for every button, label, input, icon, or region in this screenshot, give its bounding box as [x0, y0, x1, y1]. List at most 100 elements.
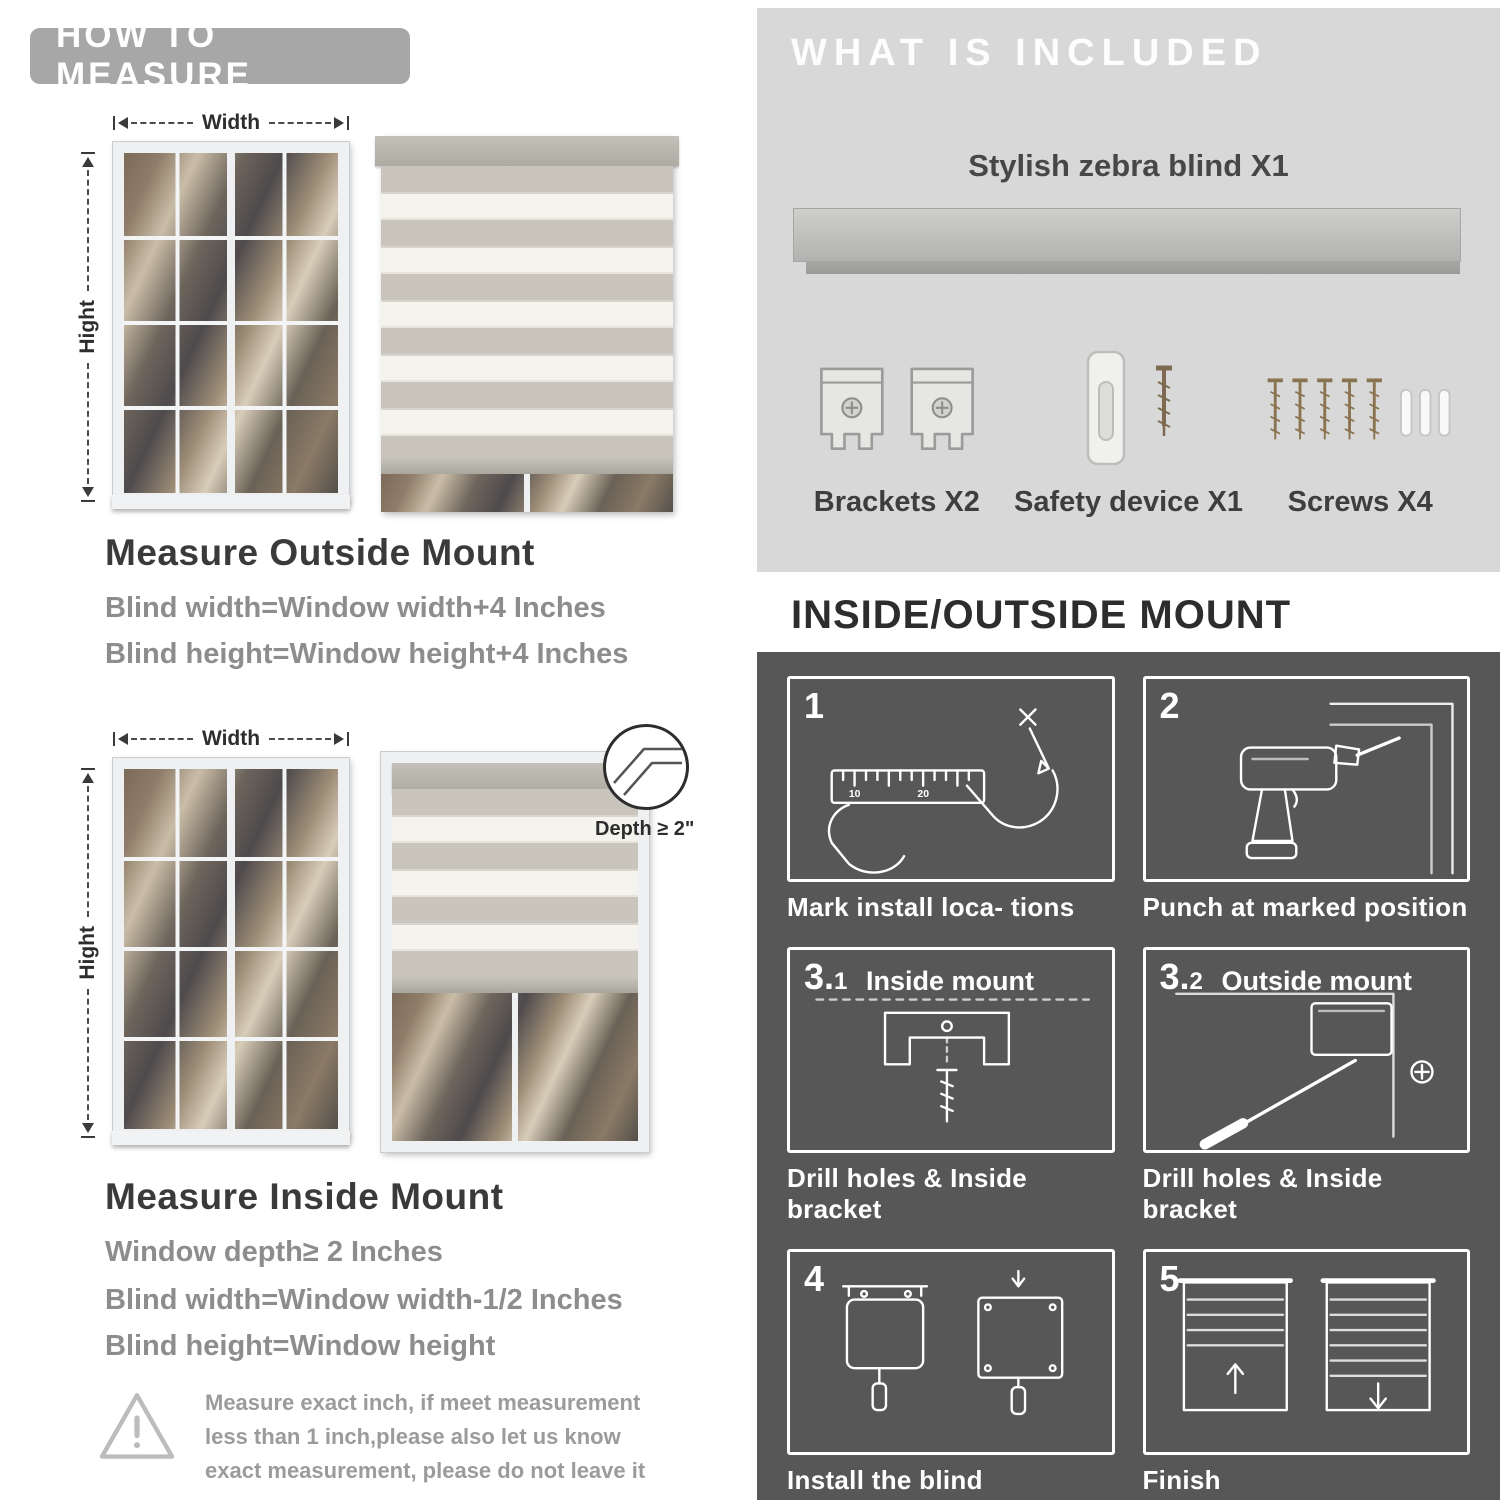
note-text: Measure exact inch, if meet measurement … [205, 1390, 646, 1484]
step-number: 1 [804, 685, 824, 727]
window-photo [112, 758, 350, 1145]
inside-height-formula: Blind height=Window height [105, 1330, 496, 1362]
step-number-main: 3. [804, 956, 835, 997]
window-sill [112, 1131, 350, 1145]
dashed-line [87, 170, 89, 292]
blind-stripes [381, 166, 673, 458]
svg-text:10: 10 [849, 789, 861, 800]
window-grid [124, 769, 338, 1129]
brackets-icon [813, 338, 981, 470]
how-to-measure-badge: HOW TO MEASURE [30, 16, 410, 95]
zebra-blind-outside-illustration [375, 136, 679, 512]
step-sublabel: Outside mount [1221, 966, 1413, 996]
blind-cassette [392, 763, 638, 793]
arrow-left-icon [118, 117, 128, 129]
dashed-line [131, 738, 193, 740]
step-number: 3.1 [804, 956, 847, 998]
height-label: Hight [76, 300, 99, 354]
step-3-1: 3.1 Inside mount [787, 947, 1115, 1225]
brackets-label: Brackets X2 [813, 486, 980, 518]
step-number-main: 2 [1159, 685, 1180, 726]
step-number: 4 [804, 1258, 824, 1300]
warning-triangle-icon [99, 1393, 175, 1459]
steps-grid: 1 10 20 Mark install [787, 676, 1470, 1496]
part-brackets: Brackets X2 [781, 338, 1013, 519]
finish-art [1177, 1278, 1436, 1412]
window-photo [112, 142, 350, 509]
arrow-tick [81, 152, 95, 154]
part-screws: Screws X4 [1244, 338, 1476, 519]
blind-bottom-rail [381, 458, 673, 474]
outside-mount-group: Width Hight [75, 106, 695, 526]
width-measure-arrow: Width [113, 111, 349, 134]
arrow-down-icon [82, 487, 94, 497]
step-number-main: 4 [804, 1258, 825, 1299]
screws-icon [1260, 338, 1460, 470]
mount-title: INSIDE/OUTSIDE MOUNT [791, 592, 1292, 637]
blind-bottom-rail [392, 977, 638, 993]
dashed-line [269, 738, 331, 740]
arrow-tick [347, 732, 349, 746]
zebra-blind-inside-illustration [381, 752, 649, 1152]
measurement-note: Measure exact inch, if meet measurement … [95, 1386, 675, 1488]
drill-art [1239, 702, 1454, 875]
step-number-main: 3. [1159, 956, 1190, 997]
dashed-line [87, 786, 89, 918]
dashed-line [269, 122, 331, 124]
step-caption: Mark install loca- tions [787, 892, 1075, 922]
mount-title-band: INSIDE/OUTSIDE MOUNT [757, 578, 1500, 652]
arrow-up-icon [82, 157, 94, 167]
part-safety-device: Safety device X1 [1013, 338, 1245, 519]
height-measure-arrow: Hight [76, 768, 99, 1138]
step-number: 5 [1160, 1258, 1180, 1300]
how-to-measure-title: HOW TO MEASURE [56, 16, 253, 95]
height-measure-arrow: Hight [76, 152, 99, 502]
width-measure-arrow: Width [113, 727, 349, 750]
corner-zoom-art [613, 747, 682, 796]
arrow-tick [347, 116, 349, 130]
outside-bracket-art [1174, 992, 1434, 1150]
mark-locations-art: 10 20 [827, 708, 1059, 874]
inside-mount-heading: Measure Inside Mount [105, 1176, 504, 1217]
step-5: 5 Finish [1142, 1249, 1470, 1496]
inside-depth-rule: Window depth≥ 2 Inches [105, 1236, 443, 1268]
what-is-included-section: WHAT IS INCLUDED Stylish zebra blind X1 [757, 8, 1500, 572]
what-is-included-title: WHAT IS INCLUDED [791, 32, 1268, 74]
step-4-illustration-box: 4 [787, 1249, 1115, 1455]
screws-label: Screws X4 [1287, 486, 1433, 518]
depth-callout-circle [603, 724, 689, 810]
blind-stripes [392, 789, 638, 977]
window-center-bar [524, 474, 530, 512]
step-caption: Drill holes & Inside bracket [787, 1163, 1028, 1224]
step-1: 1 10 20 Mark install [787, 676, 1115, 923]
step-3-2: 3.2 Outside mount Dr [1142, 947, 1470, 1225]
width-label: Width [201, 727, 261, 750]
install-blind-art [841, 1269, 1064, 1416]
dashed-line [131, 122, 193, 124]
window-grid [124, 153, 338, 493]
height-label: Hight [76, 926, 99, 980]
step-2-illustration-box: 2 [1142, 676, 1470, 882]
arrow-right-icon [334, 733, 344, 745]
arrow-tick [81, 768, 95, 770]
step-sublabel: Inside mount [866, 966, 1034, 996]
depth-callout-label: Depth ≥ 2" [595, 818, 695, 840]
step-number-main: 5 [1159, 1258, 1180, 1299]
outside-height-formula: Blind height=Window height+4 Inches [105, 638, 629, 670]
step-number: 3.2 [1160, 956, 1203, 998]
blind-cassette [375, 136, 679, 166]
arrow-tick [113, 732, 115, 746]
step-caption: Finish [1142, 1465, 1221, 1495]
product-label: Stylish zebra blind X1 [968, 148, 1289, 183]
dashed-line [87, 988, 89, 1120]
arrow-tick [81, 1136, 95, 1138]
parts-row: Brackets X2 Safety device X1 [781, 338, 1476, 519]
step-caption: Punch at marked position [1142, 892, 1468, 922]
step-number-sub: 1 [834, 968, 848, 995]
step-5-illustration-box: 5 [1142, 1249, 1470, 1455]
outside-width-formula: Blind width=Window width+4 Inches [105, 592, 606, 624]
blind-headrail-illustration [793, 208, 1461, 274]
window-peek [381, 474, 673, 512]
arrow-down-icon [82, 1123, 94, 1133]
